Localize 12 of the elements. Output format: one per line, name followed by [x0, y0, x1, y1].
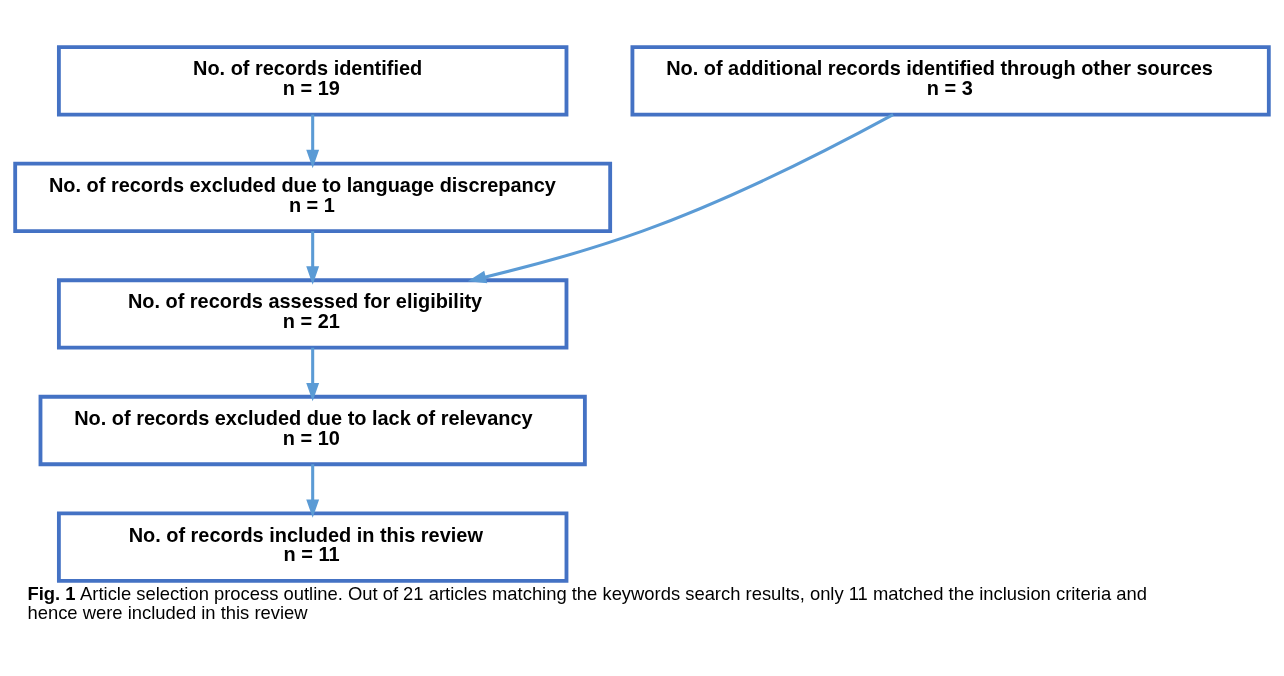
node-box: No. of records assessed for eligibility n = 21	[56, 277, 569, 350]
caption: Fig. 1 Article selection process outline. Out of 21 articles matching the keywords search results, only 11 matched the inclusion criteria and hence were included in this review	[27, 582, 1147, 623]
node-box: No. of records excluded due to lack of relevancy n = 10	[38, 394, 587, 466]
arrow	[306, 347, 320, 401]
arrow	[306, 114, 320, 168]
node-box: No. of additional records identified through other sources n = 3	[630, 44, 1271, 117]
node-box: No. of records included in this review n = 11	[56, 510, 569, 583]
arrow	[306, 230, 320, 285]
node-box: No. of records excluded due to language discrepancy n = 1	[13, 161, 613, 233]
node-box: No. of records identified n = 19	[56, 44, 569, 117]
arrow	[467, 112, 894, 283]
arrow	[306, 463, 320, 518]
